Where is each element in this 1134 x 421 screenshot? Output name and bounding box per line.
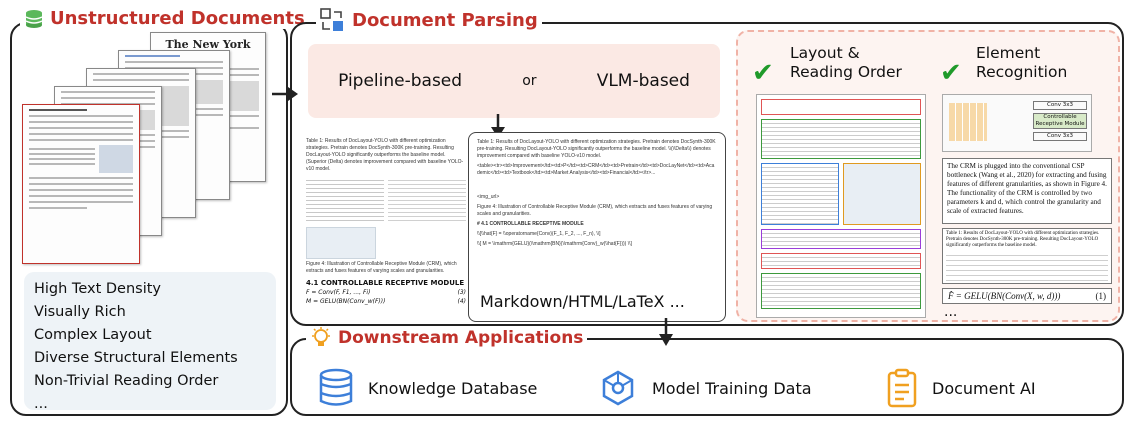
recognized-formula-number: (1) bbox=[1095, 291, 1107, 301]
front-paper-page bbox=[22, 104, 140, 264]
parsed-figure-caption: Figure 4: Illustration of Controllable R… bbox=[477, 204, 713, 217]
downstream-item-label: Knowledge Database bbox=[368, 378, 538, 398]
network-icon bbox=[602, 370, 634, 406]
parsed-latex-equation-1: \\[\\hat{F} = \\operatorname{Conv}(F_1, … bbox=[477, 231, 601, 237]
unstructured-title-text: Unstructured Documents bbox=[50, 8, 305, 29]
arrow-to-downstream bbox=[659, 318, 673, 346]
pipeline-based-label: Pipeline-based bbox=[338, 71, 463, 91]
source-document-page: Table 1: Results of DocLayout-YOLO with … bbox=[306, 138, 466, 318]
recognized-table-caption: Table 1: Results of DocLayout-YOLO with … bbox=[946, 231, 1100, 248]
layout-detection-page bbox=[756, 94, 926, 318]
module-label: Controllable Receptive Module bbox=[1033, 113, 1087, 129]
recognized-formula: F̂ = GELU(BN(Conv(X, w, d))) (1) bbox=[942, 288, 1112, 304]
source-equation-3: F = Conv(F, F1, ..., Fi) bbox=[306, 289, 371, 296]
parsed-table-caption: Table 1: Results of DocLayout-YOLO with … bbox=[477, 139, 716, 159]
downstream-title-text: Downstream Applications bbox=[338, 328, 584, 348]
parsing-methods-box: Pipeline-based or VLM-based bbox=[308, 44, 720, 118]
source-table bbox=[306, 177, 384, 223]
document-properties-list: High Text Density Visually Rich Complex … bbox=[24, 272, 276, 412]
source-figure-caption: Figure 4: Illustration of Controllable R… bbox=[306, 261, 457, 274]
recognized-formula-text: F̂ = GELU(BN(Conv(X, w, d))) bbox=[948, 291, 1061, 301]
source-equation-4: M = GELU(BN(Conv_w(F))) bbox=[306, 298, 386, 305]
database-icon bbox=[319, 368, 353, 406]
unstructured-documents-title: Unstructured Documents bbox=[20, 8, 309, 29]
layout-reading-order-label: Layout & Reading Order bbox=[790, 44, 902, 81]
module-label: Conv 3x3 bbox=[1033, 101, 1087, 110]
source-figure bbox=[306, 227, 376, 259]
document-parsing-panel bbox=[290, 22, 1124, 326]
clipboard-icon bbox=[887, 368, 917, 408]
parsed-image-tag: <img_url> bbox=[477, 194, 500, 200]
parse-icon bbox=[320, 8, 343, 31]
parsed-section-heading: # 4.1 CONTROLLABLE RECEPTIVE MODULE bbox=[477, 221, 584, 227]
output-format-label: Markdown/HTML/LaTeX ... bbox=[480, 292, 685, 311]
source-text-column bbox=[388, 177, 466, 223]
property-item: Diverse Structural Elements bbox=[34, 350, 238, 366]
downstream-item-model-training-data: Model Training Data bbox=[598, 368, 812, 408]
more-elements-ellipsis: ... bbox=[944, 304, 958, 320]
database-icon bbox=[25, 9, 43, 28]
downstream-applications-panel bbox=[290, 338, 1124, 416]
downstream-applications-title: Downstream Applications bbox=[306, 327, 588, 349]
document-parsing-title: Document Parsing bbox=[316, 8, 542, 32]
source-section-heading: 4.1 CONTROLLABLE RECEPTIVE MODULE bbox=[306, 279, 465, 287]
downstream-item-label: Model Training Data bbox=[652, 378, 812, 398]
property-item: Visually Rich bbox=[34, 304, 126, 320]
downstream-item-label: Document AI bbox=[932, 378, 1036, 398]
downstream-item-document-ai: Document AI bbox=[886, 368, 1036, 408]
document-stack: The New York Times bbox=[22, 32, 272, 264]
property-item: High Text Density bbox=[34, 281, 161, 297]
recognized-table: Table 1: Results of DocLayout-YOLO with … bbox=[942, 228, 1112, 284]
source-equation-4-number: (4) bbox=[457, 298, 467, 305]
parsed-html-table: <table><tr><td>Improvement</td><td>P</td… bbox=[477, 163, 715, 176]
lightbulb-icon bbox=[312, 327, 330, 346]
module-figure: Conv 3x3 Controllable Receptive Module C… bbox=[942, 94, 1092, 152]
property-item: Non-Trivial Reading Order bbox=[34, 373, 219, 389]
recognized-paragraph: The CRM is plugged into the conventional… bbox=[942, 158, 1112, 224]
or-label: or bbox=[522, 73, 537, 89]
property-item: ... bbox=[34, 396, 48, 412]
parsed-latex-equation-2: \\[ M = \\mathrm{GELU}(\\mathrm{BN}(\\ma… bbox=[477, 241, 632, 247]
module-label: Conv 3x3 bbox=[1033, 132, 1087, 141]
parsed-output-document: Table 1: Results of DocLayout-YOLO with … bbox=[468, 132, 726, 322]
check-icon: ✔ bbox=[752, 58, 774, 88]
property-item: Complex Layout bbox=[34, 327, 152, 343]
downstream-item-knowledge-database: Knowledge Database bbox=[318, 368, 537, 408]
check-icon: ✔ bbox=[940, 58, 962, 88]
parsing-title-text: Document Parsing bbox=[352, 9, 538, 31]
vlm-based-label: VLM-based bbox=[596, 71, 690, 91]
source-table-caption: Table 1: Results of DocLayout-YOLO with … bbox=[306, 138, 464, 172]
source-equation-3-number: (3) bbox=[457, 289, 467, 296]
element-recognition-label: Element Recognition bbox=[976, 44, 1068, 81]
